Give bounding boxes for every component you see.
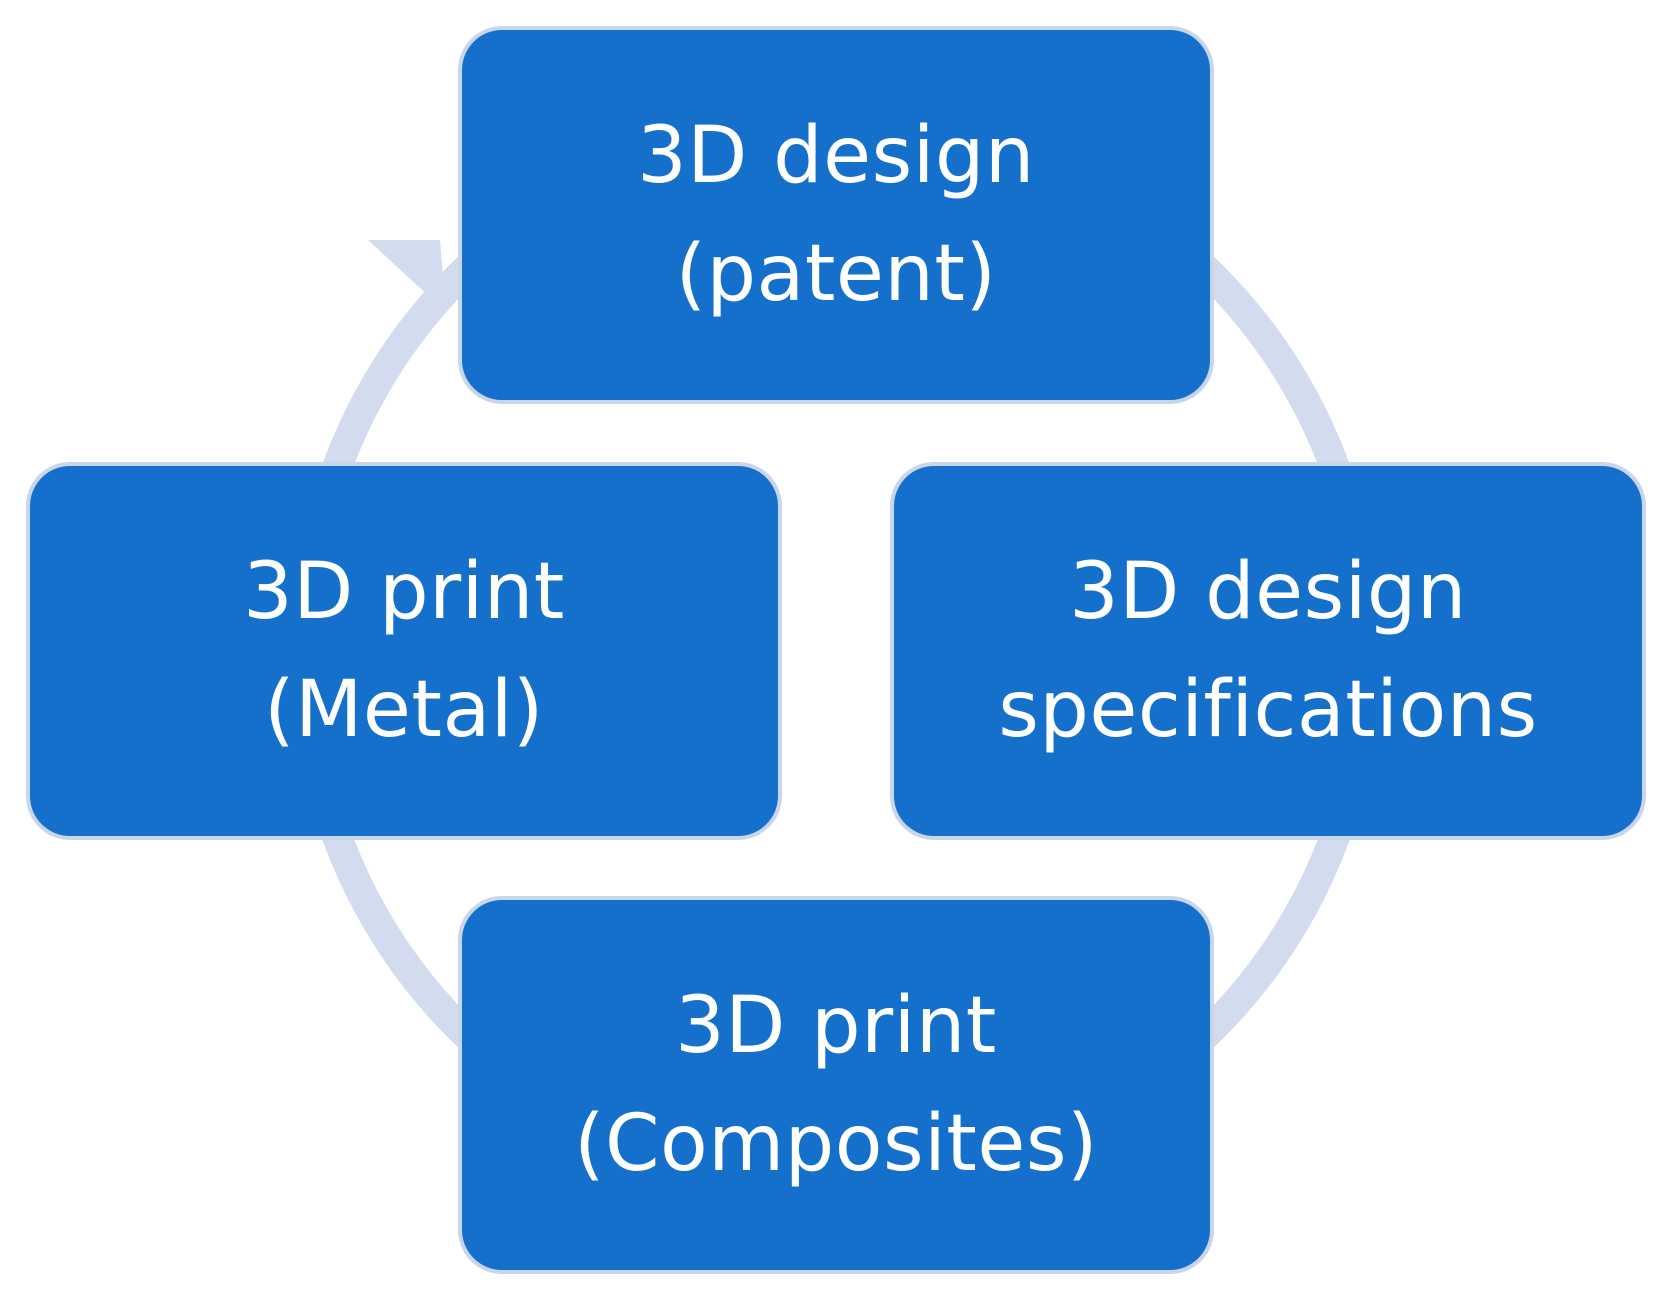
node-label-line: (patent) xyxy=(675,229,997,319)
node-label-line: (Metal) xyxy=(264,665,544,755)
cycle-node-3d-print-metal: 3D print (Metal) xyxy=(26,462,782,840)
cycle-arrowhead xyxy=(368,240,446,312)
cycle-node-3d-design-specifications: 3D design specifications xyxy=(890,462,1646,840)
node-label-line: 3D print xyxy=(243,547,565,637)
node-label-line: specifications xyxy=(998,665,1538,755)
node-label-line: 3D design xyxy=(1069,547,1467,637)
node-label-line: 3D design xyxy=(637,111,1035,201)
node-label-line: (Composites) xyxy=(574,1099,1098,1189)
node-label-line: 3D print xyxy=(675,981,997,1071)
cycle-node-3d-print-composites: 3D print (Composites) xyxy=(458,896,1214,1274)
cycle-node-3d-design-patent: 3D design (patent) xyxy=(458,26,1214,404)
